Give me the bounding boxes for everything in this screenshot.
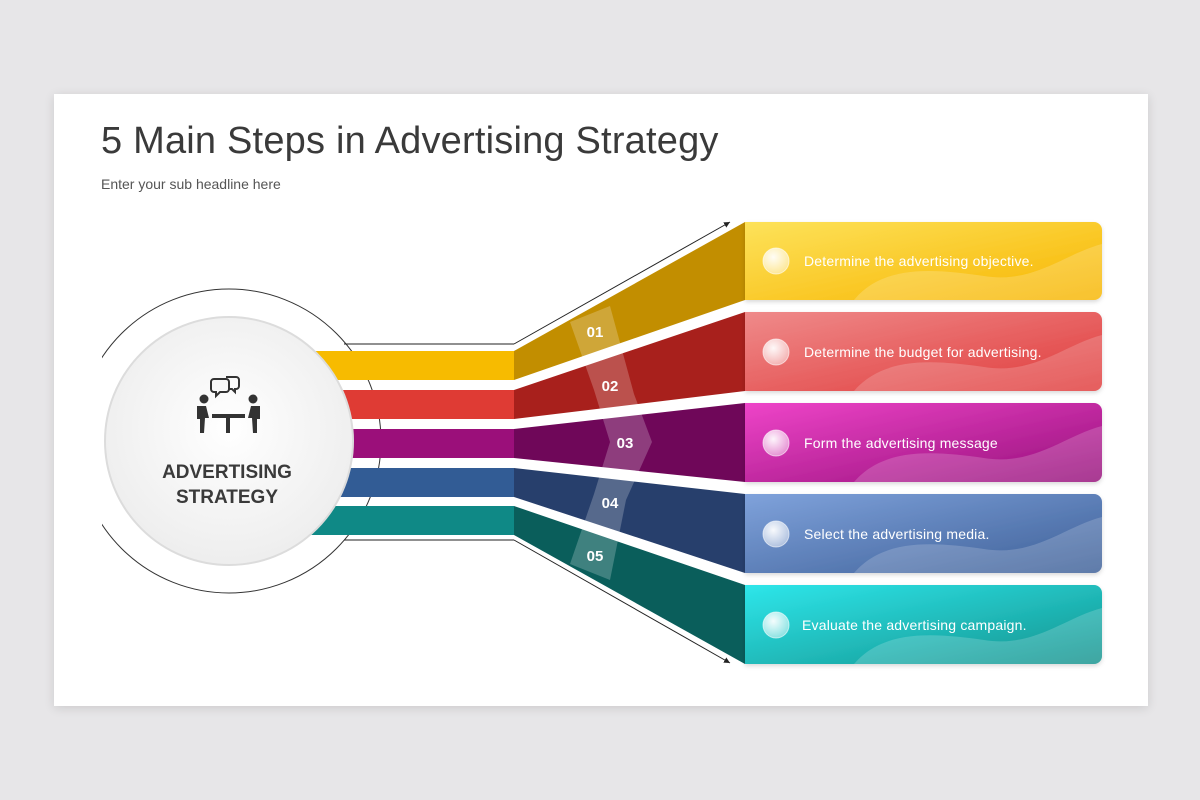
step-card-4 — [745, 494, 1102, 573]
step-number-5: 05 — [587, 548, 604, 565]
step-card-2 — [745, 312, 1102, 391]
fan-ribbons — [514, 222, 745, 664]
hub-label-line2: STRATEGY — [176, 487, 278, 508]
ribbon-band-1 — [304, 351, 514, 380]
step-text-1: Determine the advertising objective. — [804, 253, 1034, 269]
fan-ribbon-2 — [514, 312, 745, 419]
step-dot-5 — [762, 611, 790, 639]
chevron-highlight — [570, 306, 652, 580]
step-card-5 — [745, 585, 1102, 664]
bottom-arrow — [513, 539, 731, 664]
step-number-2: 02 — [602, 378, 619, 395]
fan-ribbon-3 — [514, 403, 745, 482]
step-text-4: Select the advertising media. — [804, 526, 990, 542]
slide-subtitle: Enter your sub headline here — [101, 176, 281, 192]
meeting-people-icon — [197, 376, 260, 433]
step-card-1 — [745, 222, 1102, 300]
step-text-3: Form the advertising message — [804, 435, 998, 451]
fan-ribbon-4 — [514, 468, 745, 573]
step-dot-4 — [762, 520, 790, 548]
step-dot-1 — [762, 247, 790, 275]
step-text-5: Evaluate the advertising campaign. — [802, 617, 1027, 633]
fan-ribbon-1 — [514, 222, 745, 380]
step-cards — [745, 222, 1102, 664]
ribbon-bands — [304, 351, 514, 535]
hub-label-line1: ADVERTISING — [162, 462, 292, 483]
step-dot-2 — [762, 338, 790, 366]
step-number-3: 03 — [617, 435, 634, 452]
ribbon-band-5 — [304, 506, 514, 535]
step-dot-3 — [762, 429, 790, 457]
step-card-3 — [745, 403, 1102, 482]
slide: 5 Main Steps in Advertising Strategy Ent… — [54, 94, 1148, 706]
strategy-diagram: 01 02 03 04 05 ADVERTISING STRATEGY — [54, 221, 1102, 664]
top-arrow — [513, 221, 731, 345]
slide-title: 5 Main Steps in Advertising Strategy — [101, 120, 719, 162]
step-text-2: Determine the budget for advertising. — [804, 344, 1042, 360]
hub-circle — [104, 316, 354, 566]
fan-ribbon-5 — [514, 506, 745, 664]
step-number-1: 01 — [587, 324, 604, 341]
step-number-4: 04 — [602, 495, 619, 512]
